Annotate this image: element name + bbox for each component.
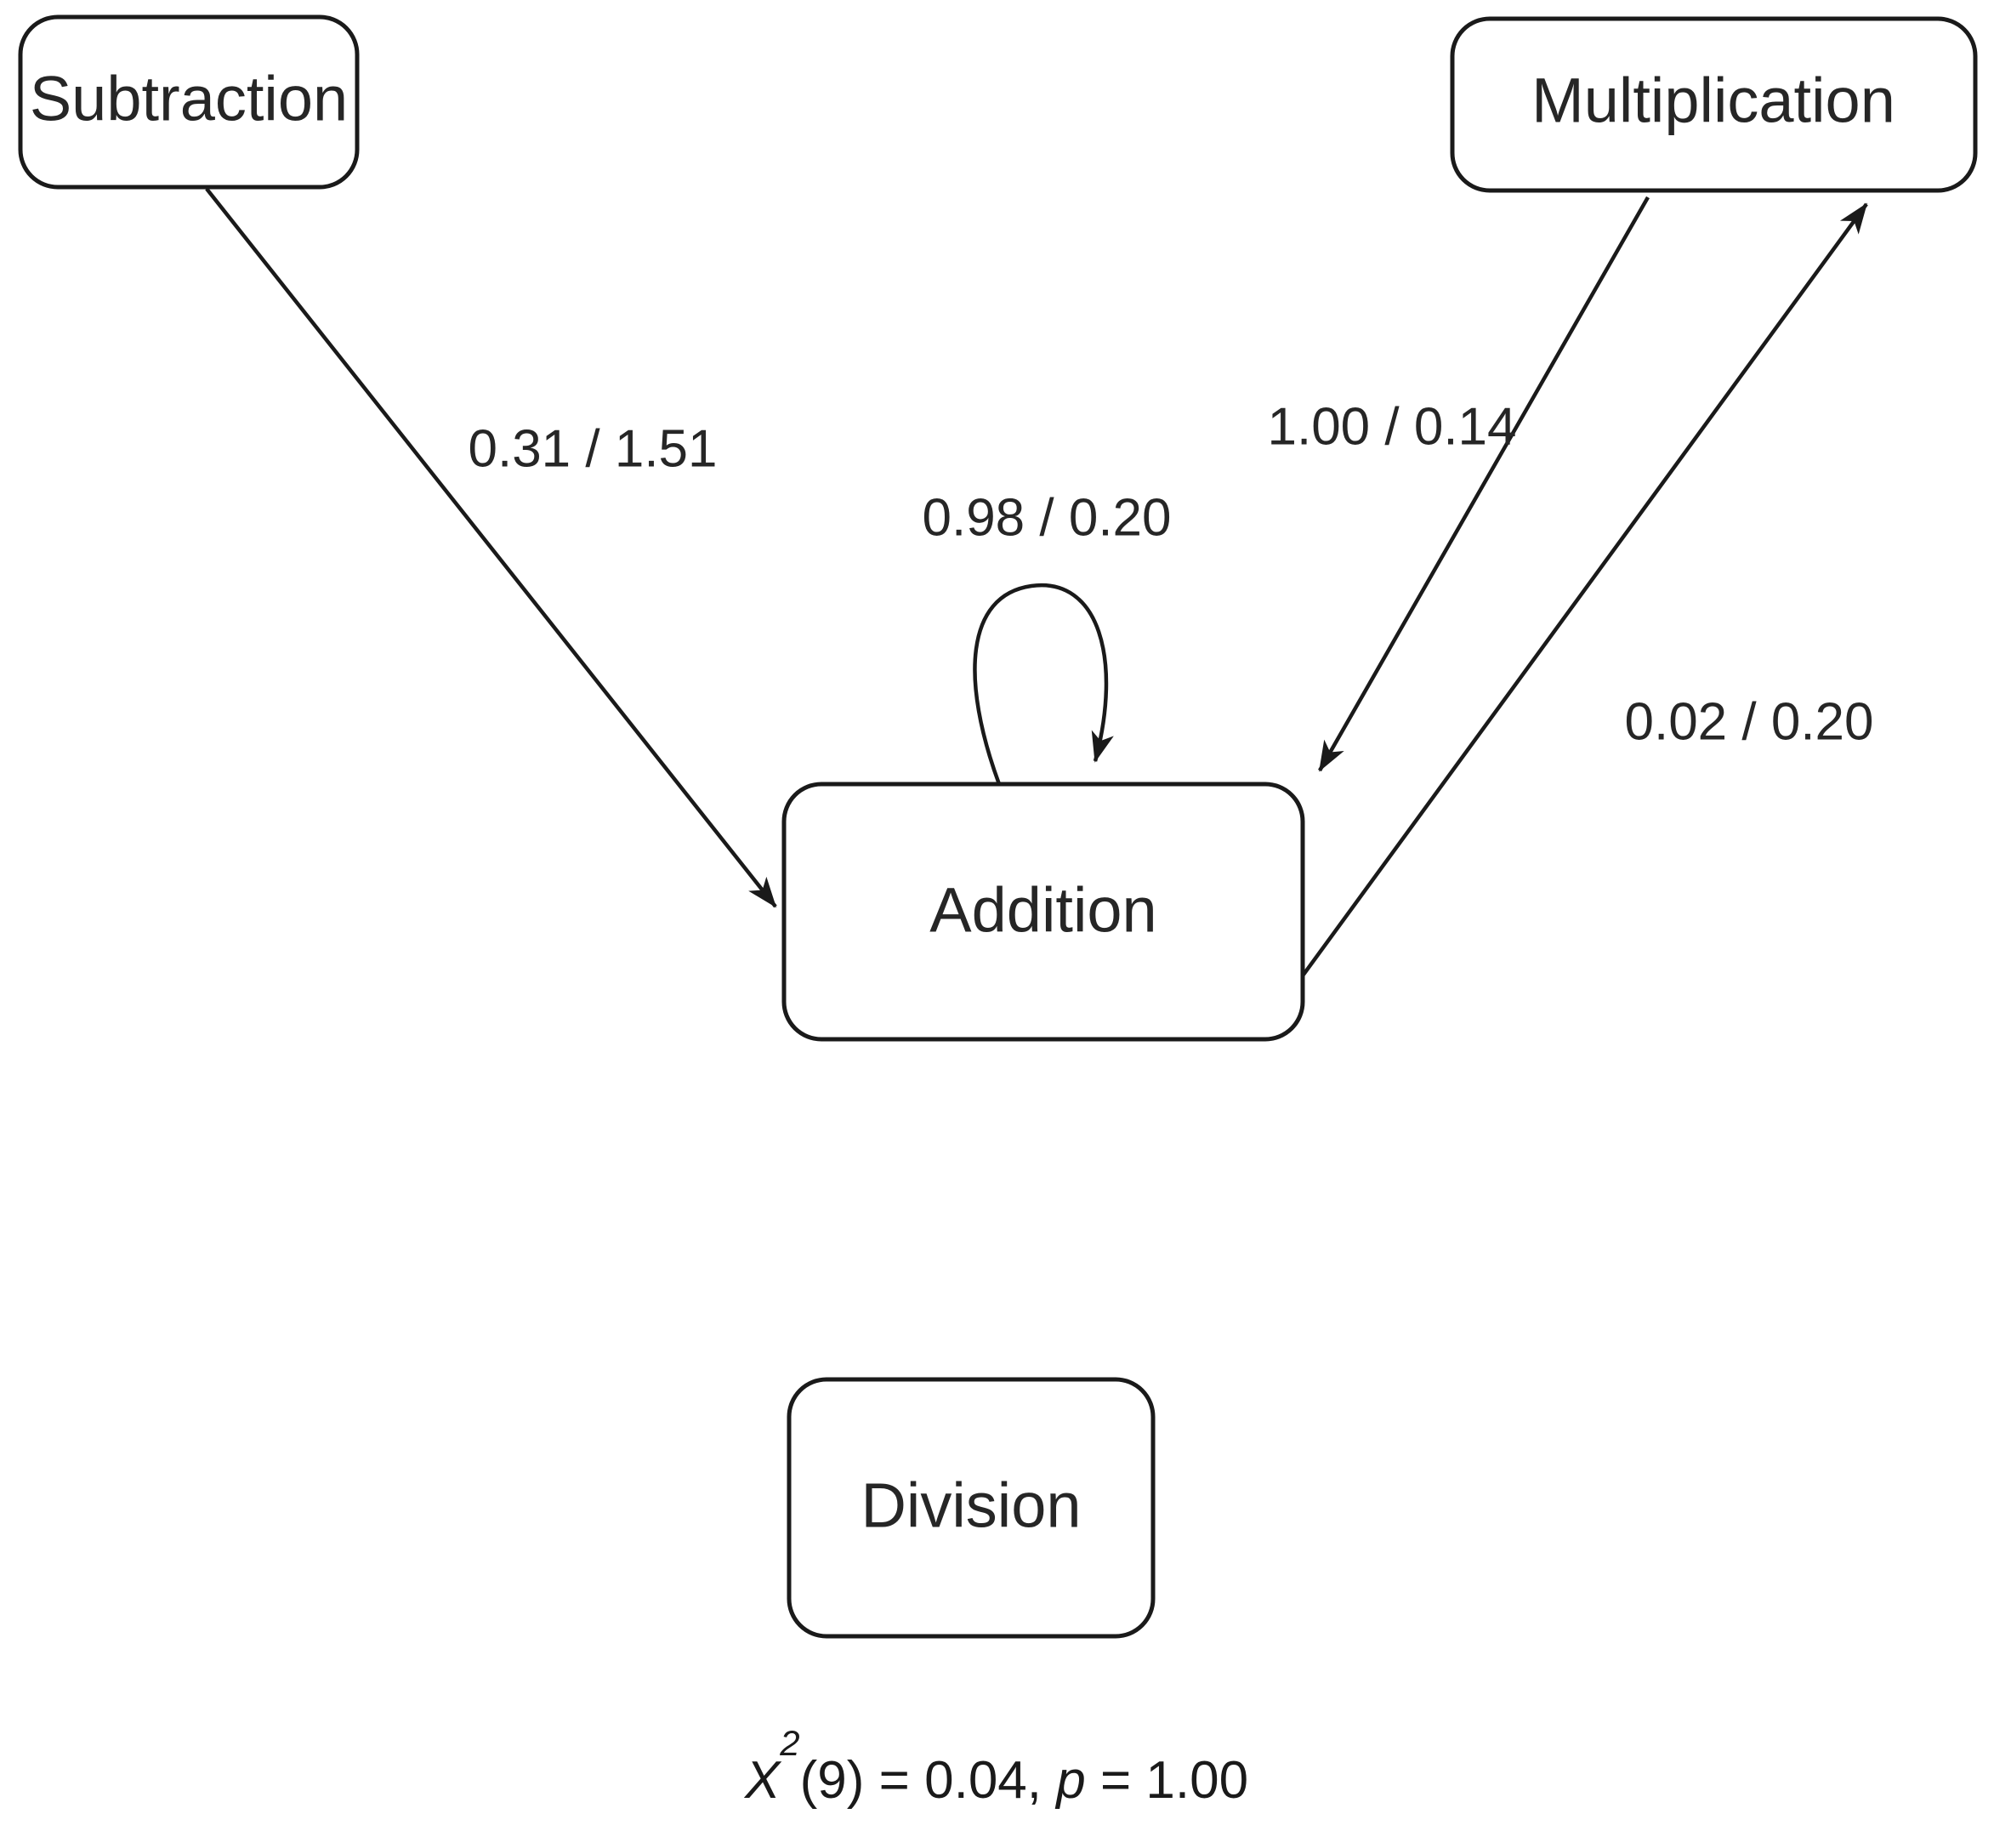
edge-line-subtraction-to-addition xyxy=(205,187,777,908)
edge-label-multiplication-to-addition: 1.00 / 0.14 xyxy=(1267,397,1516,456)
node-box-multiplication[interactable] xyxy=(1450,16,1978,193)
edge-addition-to-multiplication xyxy=(1299,202,1868,980)
node-box-division[interactable] xyxy=(787,1377,1156,1639)
edge-line-addition-to-multiplication xyxy=(1299,202,1868,980)
edge-label-subtraction-to-addition: 0.31 / 1.51 xyxy=(468,419,717,478)
fit-statistic-df: (9) xyxy=(800,1751,865,1810)
fit-statistic-p-symbol: p xyxy=(1054,1751,1085,1810)
fit-statistic: X2(9) = 0.04, p = 1.00 xyxy=(743,1723,1248,1811)
edge-line-addition-self-loop xyxy=(973,583,1114,785)
edge-addition-self-loop xyxy=(973,583,1114,785)
fit-statistic-equals-1: = xyxy=(864,1751,924,1810)
fit-statistic-superscript: 2 xyxy=(779,1723,799,1763)
node-label-multiplication: Multiplication xyxy=(1531,65,1895,136)
fit-statistic-chi-value: 0.04 xyxy=(924,1751,1027,1810)
node-division[interactable]: Division xyxy=(787,1377,1156,1639)
node-box-subtraction[interactable] xyxy=(18,14,360,190)
fit-statistic-chi-symbol: X xyxy=(743,1751,782,1810)
edge-label-addition-self-loop: 0.98 / 0.20 xyxy=(922,488,1171,547)
edge-line-multiplication-to-addition xyxy=(1318,196,1650,772)
edge-multiplication-to-addition xyxy=(1318,196,1650,772)
node-multiplication[interactable]: Multiplication xyxy=(1450,16,1978,193)
fit-statistic-separator: , xyxy=(1027,1751,1056,1810)
fit-statistic-text: X2(9) = 0.04, p = 1.00 xyxy=(743,1723,1248,1811)
node-label-subtraction: Subtraction xyxy=(30,64,348,134)
node-subtraction[interactable]: Subtraction xyxy=(18,14,360,190)
edge-subtraction-to-addition xyxy=(205,187,777,908)
node-box-addition[interactable] xyxy=(781,782,1305,1042)
node-label-division: Division xyxy=(861,1470,1081,1541)
fit-statistic-p-value: 1.00 xyxy=(1145,1751,1248,1810)
node-label-addition: Addition xyxy=(929,875,1156,946)
node-addition[interactable]: Addition xyxy=(781,782,1305,1042)
edge-label-addition-to-multiplication: 0.02 / 0.20 xyxy=(1624,692,1873,751)
fit-statistic-equals-2: = xyxy=(1086,1751,1146,1810)
